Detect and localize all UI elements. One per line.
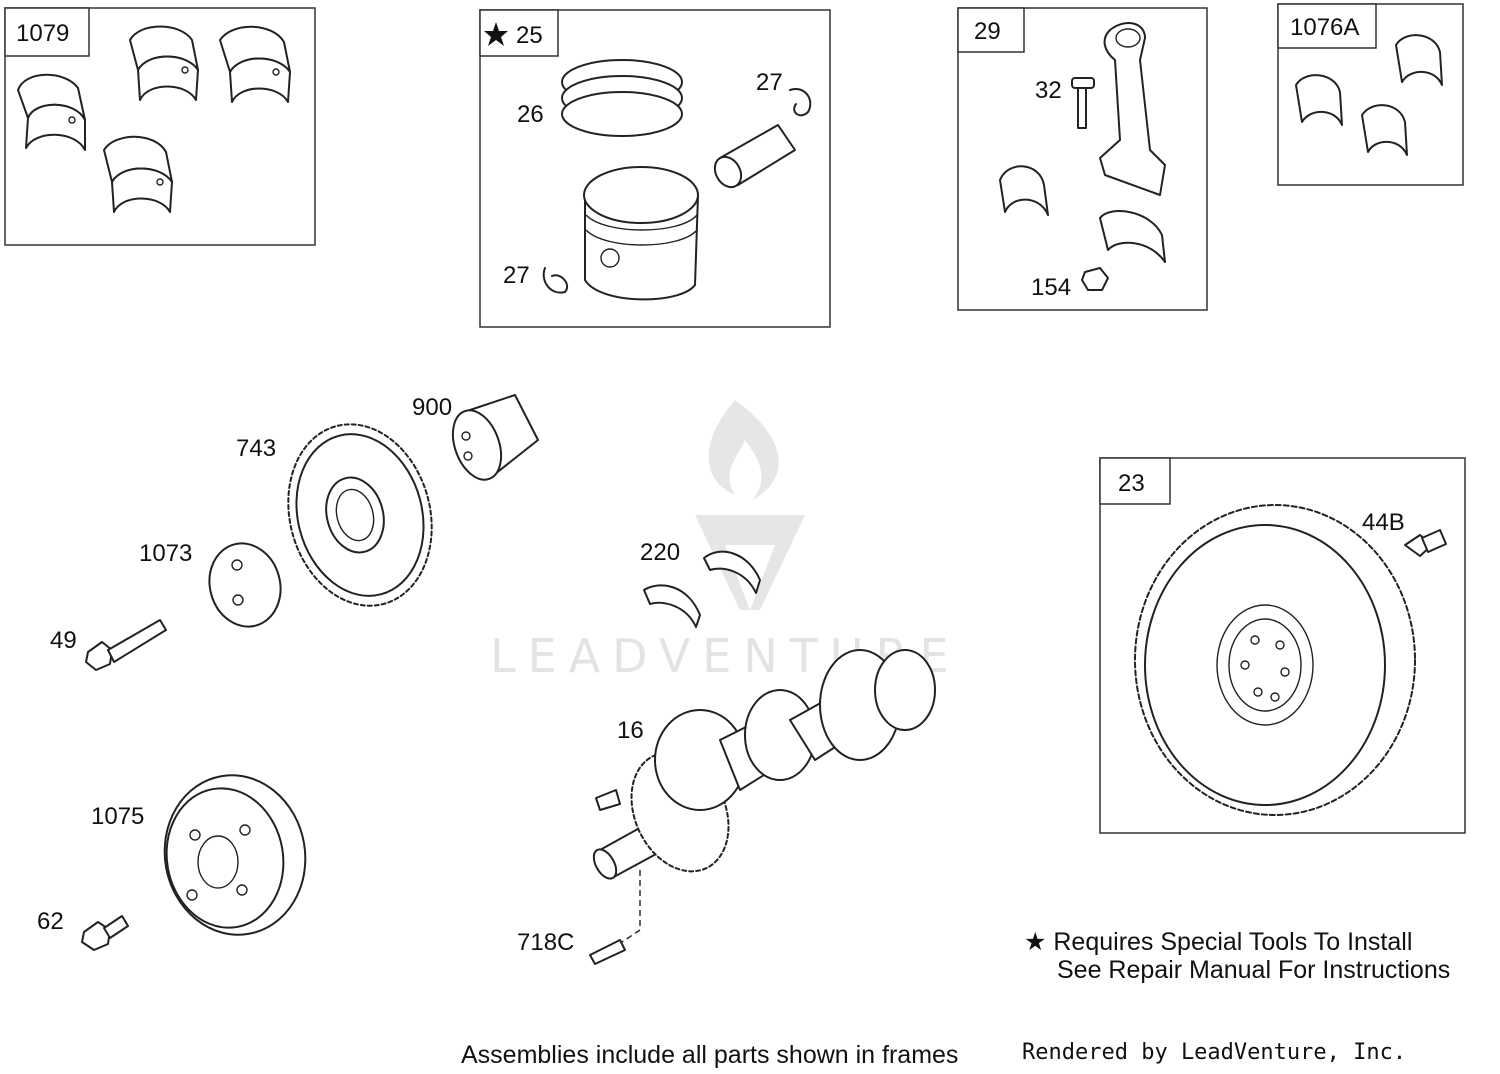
special-tools-note: ★ Requires Special Tools To Install [1024, 927, 1412, 957]
frame-29-label: 29 [974, 18, 1001, 45]
rod-bolt [1071, 77, 1095, 129]
frame-29[interactable]: 29 32 154 [957, 7, 1208, 311]
callout-49: 49 [50, 627, 77, 654]
callout-62: 62 [37, 908, 64, 935]
bearing-shell [129, 25, 199, 101]
washer-1073[interactable]: 1073 [139, 535, 290, 634]
callout-27: 27 [756, 69, 783, 96]
piston-rings [561, 59, 683, 137]
gear-743[interactable]: 743 [236, 408, 451, 622]
callout-27: 27 [503, 262, 530, 289]
frame-25-label: 25 [516, 22, 543, 49]
frame-23-label: 23 [1118, 470, 1145, 497]
callout-44b: 44B [1362, 509, 1405, 536]
callout-718c: 718C [517, 929, 574, 956]
balancer-weight-900[interactable]: 900 [412, 394, 539, 486]
snap-ring [789, 88, 812, 117]
bearing-shell [1395, 34, 1443, 86]
piston [583, 166, 699, 301]
special-tools-line1: Requires Special Tools To Install [1053, 928, 1413, 956]
callout-1075: 1075 [91, 803, 144, 830]
callout-32: 32 [1035, 77, 1062, 104]
bearing-shell [1295, 74, 1343, 126]
frame-25[interactable]: 25 26 27 27 [479, 9, 831, 328]
bearing-shell [17, 73, 86, 151]
frame-1076a[interactable]: 1076A [1277, 3, 1464, 186]
bolt-62[interactable]: 62 [37, 908, 129, 951]
callout-16: 16 [617, 717, 644, 744]
snap-ring [542, 267, 569, 294]
bearing-shell [219, 25, 291, 103]
rendered-by-credit: Rendered by LeadVenture, Inc. [1022, 1040, 1407, 1065]
callout-1073: 1073 [139, 540, 192, 567]
bearing-shell [999, 165, 1049, 216]
special-tools-line2: See Repair Manual For Instructions [1057, 956, 1451, 984]
callout-26: 26 [517, 101, 544, 128]
star-icon: ★ [1024, 928, 1047, 956]
thrust-washers-220[interactable]: 220 [640, 539, 761, 628]
assemblies-note: Assemblies include all parts shown in fr… [461, 1041, 959, 1069]
piston-pin [713, 124, 796, 189]
frame-23[interactable]: 23 44B [1099, 457, 1466, 834]
callout-220: 220 [640, 539, 680, 566]
bearing-shell [103, 135, 173, 213]
callout-154: 154 [1031, 274, 1071, 301]
callout-900: 900 [412, 394, 452, 421]
bearing-shell [1361, 104, 1408, 156]
frame-1079-label: 1079 [16, 20, 69, 47]
pulley-1075[interactable]: 1075 [91, 764, 318, 946]
frame-1076a-label: 1076A [1290, 14, 1359, 41]
connecting-rod [1099, 22, 1166, 263]
crankshaft-16[interactable]: 16 [589, 649, 936, 887]
frame-1079[interactable]: 1079 [4, 7, 316, 246]
flywheel-bolt [1404, 529, 1447, 557]
callout-743: 743 [236, 435, 276, 462]
watermark: LEADVENTURE [490, 400, 949, 683]
pin-718c[interactable]: 718C [517, 870, 641, 965]
rod-nut [1081, 267, 1109, 291]
star-icon [484, 22, 508, 46]
bolt-49[interactable]: 49 [50, 619, 167, 671]
